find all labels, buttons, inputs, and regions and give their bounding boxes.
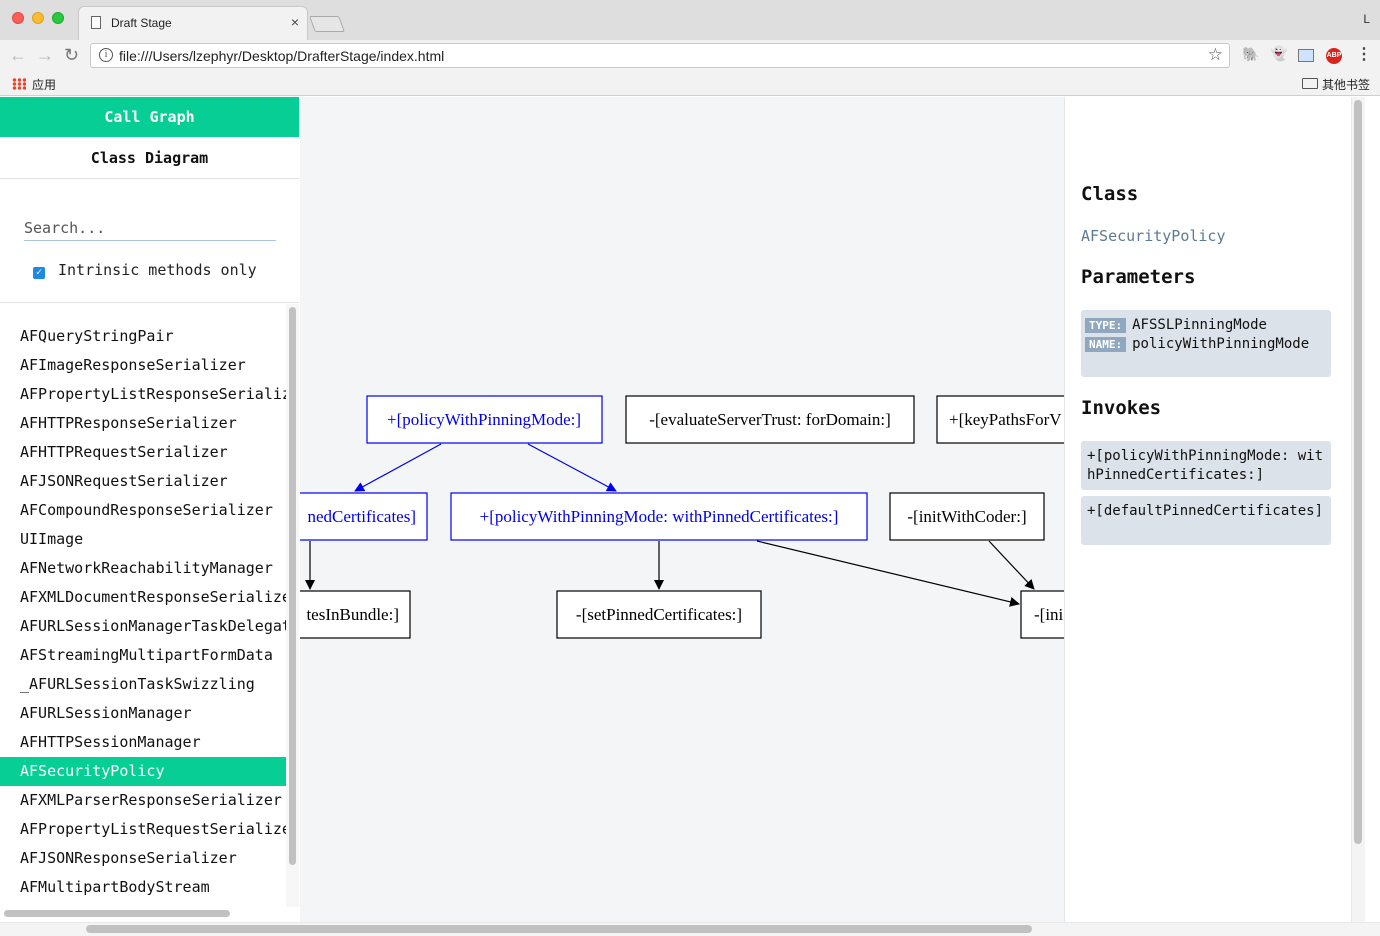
browser-tab[interactable]: Draft Stage × <box>78 6 308 40</box>
sidebar: Call Graph Class Diagram ✓ Intrinsic met… <box>0 97 300 922</box>
graph-node[interactable]: +[policyWithPinningMode: withPinnedCerti… <box>450 492 868 541</box>
bookmark-apps[interactable]: 应用 <box>32 78 57 92</box>
invoke-item[interactable]: +[policyWithPinningMode: withPinnedCerti… <box>1081 441 1331 490</box>
graph-node-label: -[evaluateServerTrust: forDomain:] <box>649 410 891 429</box>
detail-panel: Class AFSecurityPolicy Parameters TYPE: A… <box>1064 97 1351 922</box>
graph-node-label: -[setPinnedCertificates:] <box>576 605 742 624</box>
class-list-item[interactable]: AFHTTPRequestSerializer <box>20 443 228 461</box>
class-list-item[interactable]: AFURLSessionManagerTaskDelegate <box>20 617 286 635</box>
intrinsic-methods-checkbox[interactable]: ✓ <box>33 267 45 279</box>
bookmarks-bar: 应用 其他书签 <box>0 72 1380 96</box>
call-graph-svg[interactable]: +[policyWithPinningMode:] -[evaluateServ… <box>300 97 1064 922</box>
edge-n6-n9 <box>988 540 1035 590</box>
class-list-item[interactable]: AFNetworkReachabilityManager <box>20 559 273 577</box>
type-tag: TYPE: <box>1085 318 1127 333</box>
graph-node-label: +[policyWithPinningMode: withPinnedCerti… <box>480 507 839 526</box>
edge-n5-n9 <box>756 540 1020 607</box>
window-maximize-button[interactable] <box>52 12 64 24</box>
graph-node[interactable]: tesInBundle:] <box>300 590 411 639</box>
invokes-heading: Invokes <box>1081 397 1162 419</box>
class-list-scroll-thumb[interactable] <box>289 307 296 865</box>
window-close-button[interactable] <box>12 12 24 24</box>
parameters-heading: Parameters <box>1081 266 1196 288</box>
bookmark-star-icon[interactable]: ☆ <box>1207 45 1223 64</box>
graph-node[interactable]: -[initWithCoder:] <box>889 492 1045 541</box>
divider <box>0 302 299 303</box>
tab-call-graph[interactable]: Call Graph <box>0 97 299 137</box>
class-name-link[interactable]: AFSecurityPolicy <box>1081 227 1226 245</box>
class-list-item[interactable]: AFQueryStringPair <box>20 327 174 345</box>
page-vertical-scroll-thumb[interactable] <box>1354 100 1362 844</box>
class-list-item[interactable]: AFJSONResponseSerializer <box>20 849 237 867</box>
graph-node[interactable]: -[evaluateServerTrust: forDomain:] <box>625 395 915 444</box>
search-input[interactable] <box>24 215 276 241</box>
class-list-item[interactable]: AFXMLParserResponseSerializer <box>20 791 282 809</box>
intrinsic-methods-label[interactable]: Intrinsic methods only <box>58 261 257 279</box>
browser-tab-bar: Draft Stage × L <box>0 0 1380 40</box>
tab-class-diagram[interactable]: Class Diagram <box>0 137 299 179</box>
class-list-item[interactable]: AFStreamingMultipartFormData <box>20 646 273 664</box>
class-list-item[interactable]: AFHTTPSessionManager <box>20 733 201 751</box>
parameter-card: TYPE: AFSSLPinningMode NAME: policyWithPin… <box>1081 310 1331 377</box>
class-list-horizontal-scroll-thumb[interactable] <box>4 910 230 917</box>
graph-node-label: -[initWithCoder:] <box>907 507 1026 526</box>
info-icon[interactable]: i <box>99 48 113 62</box>
back-arrow-icon[interactable]: ← <box>9 45 27 65</box>
page-horizontal-scroll-thumb[interactable] <box>86 925 1032 933</box>
address-bar[interactable]: i file:///Users/lzephyr/Desktop/DrafterS… <box>90 43 1230 68</box>
graph-node[interactable]: -[setPinnedCertificates:] <box>556 590 762 639</box>
profile-button[interactable]: L <box>1363 12 1370 26</box>
page-icon <box>91 16 101 29</box>
class-list-item[interactable]: AFPropertyListRequestSerializer <box>20 820 286 838</box>
new-tab-button[interactable] <box>309 16 345 32</box>
class-heading: Class <box>1081 183 1139 205</box>
class-list-item[interactable]: AFMultipartBodyStream <box>20 878 210 896</box>
ghostery-icon[interactable]: 👻 <box>1270 45 1288 61</box>
class-list-item[interactable]: AFJSONRequestSerializer <box>20 472 228 490</box>
graph-node-label: +[policyWithPinningMode:] <box>387 410 581 429</box>
forward-arrow-icon[interactable]: → <box>36 45 54 65</box>
tab-title: Draft Stage <box>111 16 172 30</box>
class-list-item[interactable]: AFPropertyListResponseSerializer <box>20 385 286 403</box>
browser-toolbar: ← → ↻ i file:///Users/lzephyr/Desktop/Dr… <box>0 40 1380 72</box>
graph-node[interactable]: +[policyWithPinningMode:] <box>366 395 603 444</box>
param-type: AFSSLPinningMode <box>1132 317 1267 333</box>
graph-node-label: tesInBundle:] <box>306 605 399 624</box>
class-list-item[interactable]: AFCompoundResponseSerializer <box>20 501 273 519</box>
window-minimize-button[interactable] <box>32 12 44 24</box>
evernote-icon[interactable]: 🐘 <box>1242 46 1260 62</box>
call-graph-canvas[interactable]: +[policyWithPinningMode:] -[evaluateServ… <box>300 97 1064 922</box>
graph-node[interactable]: nedCertificates] <box>300 492 428 541</box>
graph-node-label: nedCertificates] <box>307 507 416 526</box>
tab-close-icon[interactable]: × <box>290 14 299 30</box>
graph-node-label: +[keyPathsForV <box>949 410 1062 429</box>
image-icon[interactable] <box>1298 49 1314 62</box>
class-list-item[interactable]: UIImage <box>20 530 84 548</box>
edge-n1-n5 <box>527 443 617 492</box>
bookmark-other[interactable]: 其他书签 <box>1322 78 1371 92</box>
class-list-item[interactable]: AFXMLDocumentResponseSerializer <box>20 588 286 606</box>
folder-icon[interactable] <box>1302 78 1318 89</box>
address-url[interactable]: file:///Users/lzephyr/Desktop/DrafterSta… <box>119 48 445 64</box>
class-list-item[interactable]: _AFURLSessionTaskSwizzling <box>20 675 255 693</box>
class-list-item[interactable]: AFHTTPResponseSerializer <box>20 414 237 432</box>
graph-node[interactable]: -[ini <box>1020 590 1064 639</box>
invoke-item[interactable]: +[defaultPinnedCertificates] <box>1081 496 1331 545</box>
apps-grid-icon[interactable] <box>12 78 26 90</box>
param-name: policyWithPinningMode <box>1132 336 1310 352</box>
adblock-plus-icon[interactable]: ABP <box>1326 48 1342 64</box>
graph-node[interactable]: +[keyPathsForV <box>936 395 1064 444</box>
edge-n1-n4 <box>354 443 442 492</box>
browser-menu-icon[interactable]: ⋮ <box>1356 46 1372 63</box>
class-list-item[interactable]: AFURLSessionManager <box>20 704 192 722</box>
reload-icon[interactable]: ↻ <box>64 45 80 65</box>
graph-node-label: -[ini <box>1034 605 1064 624</box>
name-tag: NAME: <box>1085 337 1127 352</box>
class-list-item[interactable]: AFSecurityPolicy <box>0 757 286 786</box>
class-list-item[interactable]: AFImageResponseSerializer <box>20 356 246 374</box>
